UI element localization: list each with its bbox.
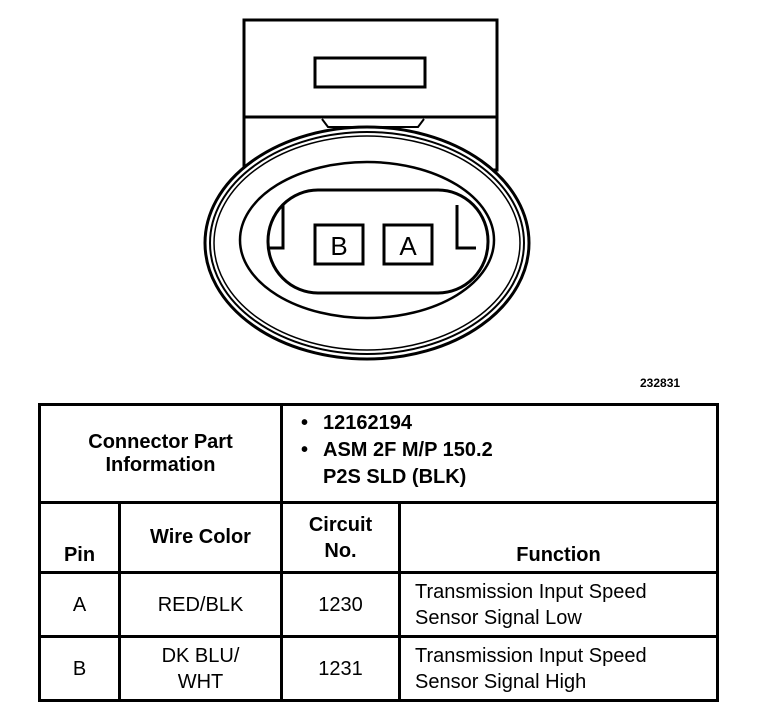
table-row: B DK BLU/WHT 1231 Transmission Input Spe… — [38, 635, 719, 702]
circuit-header-line1: Circuit — [308, 513, 373, 536]
pin-a-box — [382, 223, 434, 266]
connector-cavity — [266, 188, 490, 295]
part-number: 12162194 — [301, 410, 716, 437]
wire-color-line1: DK BLU/ — [161, 644, 240, 667]
figure-id: 232831 — [640, 376, 681, 390]
wire-color-cell: DK BLU/WHT — [118, 635, 283, 702]
header-pin: Pin — [38, 501, 121, 574]
pin-b-label: B — [330, 231, 347, 261]
pin-cell: A — [38, 571, 121, 638]
function-line1: Transmission Input Speed — [415, 580, 647, 603]
pin-b-box — [313, 223, 365, 266]
header-wire-color: Wire Color — [118, 501, 283, 574]
connector-seal-ring — [238, 160, 496, 320]
function-line2: Sensor Signal Low — [415, 606, 582, 629]
wire-color-line2: WHT — [177, 670, 224, 693]
connector-pinout-table: Connector Part Information 12162194 ASM … — [38, 403, 719, 702]
connector-face-diagram: B A — [203, 18, 531, 361]
circuit-cell: 1231 — [280, 635, 401, 702]
pin-a-label: A — [399, 231, 417, 261]
circuit-cell: 1230 — [280, 571, 401, 638]
function-line2: Sensor Signal High — [415, 670, 587, 693]
info-label-text: Connector Part Information — [88, 430, 233, 476]
function-line1: Transmission Input Speed — [415, 644, 647, 667]
connector-part-info-values: 12162194 ASM 2F M/P 150.2 P2S SLD (BLK) — [280, 403, 719, 504]
circuit-header-line2: No. — [324, 539, 357, 562]
wire-color-cell: RED/BLK — [118, 571, 283, 638]
header-function: Function — [398, 501, 719, 574]
pin-cell: B — [38, 635, 121, 702]
connector-part-info-label: Connector Part Information — [38, 403, 283, 504]
lock-slot — [313, 56, 427, 89]
part-description: ASM 2F M/P 150.2 P2S SLD (BLK) — [301, 437, 523, 491]
